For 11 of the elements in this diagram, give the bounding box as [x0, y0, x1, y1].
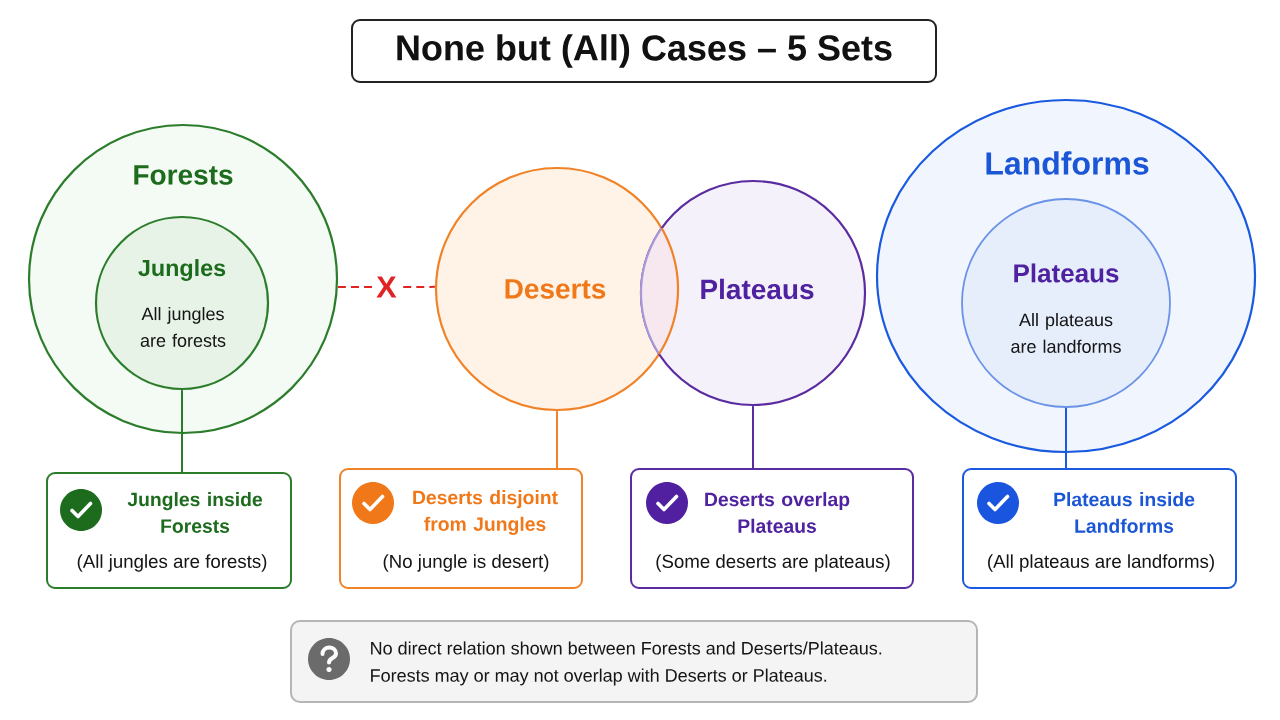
connector-line — [556, 410, 558, 469]
connector-line — [752, 405, 754, 469]
connector-line — [181, 389, 183, 473]
connector-line — [1065, 406, 1067, 469]
title-box: None but (All) Cases – 5 Sets — [351, 19, 937, 83]
relation-box: Deserts overlap Plateaus (Some deserts are plateaus) — [630, 468, 914, 589]
relation-box: Jungles inside Forests (All jungles are forests) — [46, 472, 292, 589]
relation-box: Plateaus inside Landforms (All plateaus are landforms) — [962, 468, 1237, 589]
note-box: No direct relation shown between Forests and Deserts/Plateaus. Forests may or may not overlap with Deserts or Plateaus. — [290, 620, 978, 703]
edge-label: X — [373, 273, 400, 301]
relation-box: Deserts disjoint from Jungles (No jungle is desert) — [339, 468, 583, 589]
